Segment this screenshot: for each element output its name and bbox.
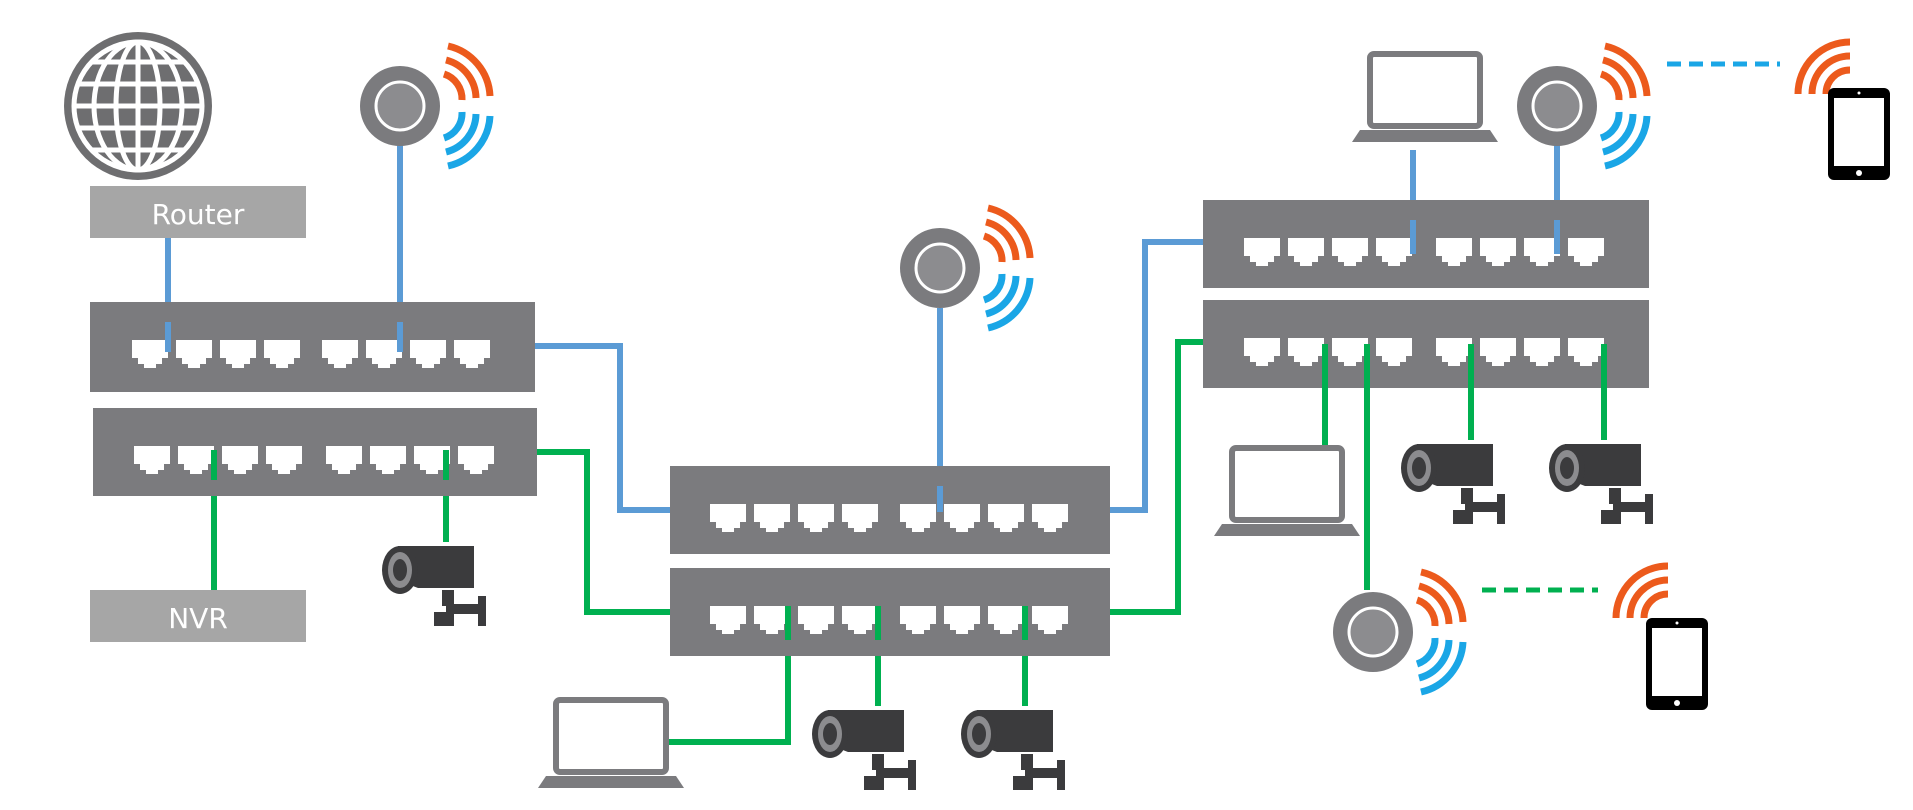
network-switch[interactable] bbox=[670, 568, 1110, 656]
network-switch[interactable] bbox=[1203, 300, 1649, 388]
security-camera-icon[interactable] bbox=[1401, 444, 1505, 524]
wifi-signal-icon bbox=[1798, 42, 1850, 94]
internet-globe-icon bbox=[64, 32, 212, 180]
wireless-links bbox=[1482, 61, 1780, 593]
security-camera-icon[interactable] bbox=[812, 710, 916, 790]
wifi-access-point-icon[interactable] bbox=[1333, 572, 1463, 692]
router-box[interactable] bbox=[90, 186, 306, 238]
link-switch1-switch5 bbox=[535, 343, 670, 513]
link-switch6-switch4 bbox=[1110, 339, 1203, 615]
switches bbox=[90, 200, 1649, 656]
link-switch5-switch3 bbox=[1110, 239, 1203, 513]
wifi-access-point-icon[interactable] bbox=[1517, 46, 1647, 166]
security-camera-icon[interactable] bbox=[382, 546, 486, 626]
nvr-label: NVR bbox=[168, 602, 228, 635]
network-switch[interactable] bbox=[90, 302, 535, 392]
nvr-box[interactable] bbox=[90, 590, 306, 642]
network-switch[interactable] bbox=[93, 408, 537, 496]
security-camera-icon[interactable] bbox=[1549, 444, 1653, 524]
laptop-icon[interactable] bbox=[1352, 54, 1498, 142]
wifi-access-point-icon[interactable] bbox=[900, 208, 1030, 328]
wifi-access-point-icon[interactable] bbox=[360, 46, 490, 166]
laptop-icon[interactable] bbox=[1214, 448, 1360, 536]
wifi-signal-icon bbox=[1616, 566, 1668, 618]
network-switch[interactable] bbox=[670, 466, 1110, 554]
tablet-icon[interactable] bbox=[1828, 88, 1890, 180]
network-switch[interactable] bbox=[1203, 200, 1649, 288]
link-switch2-switch6 bbox=[537, 449, 670, 615]
security-camera-icon[interactable] bbox=[961, 710, 1065, 790]
tablet-icon[interactable] bbox=[1646, 618, 1708, 710]
laptop-icon[interactable] bbox=[538, 700, 684, 788]
router-label: Router bbox=[152, 198, 245, 231]
